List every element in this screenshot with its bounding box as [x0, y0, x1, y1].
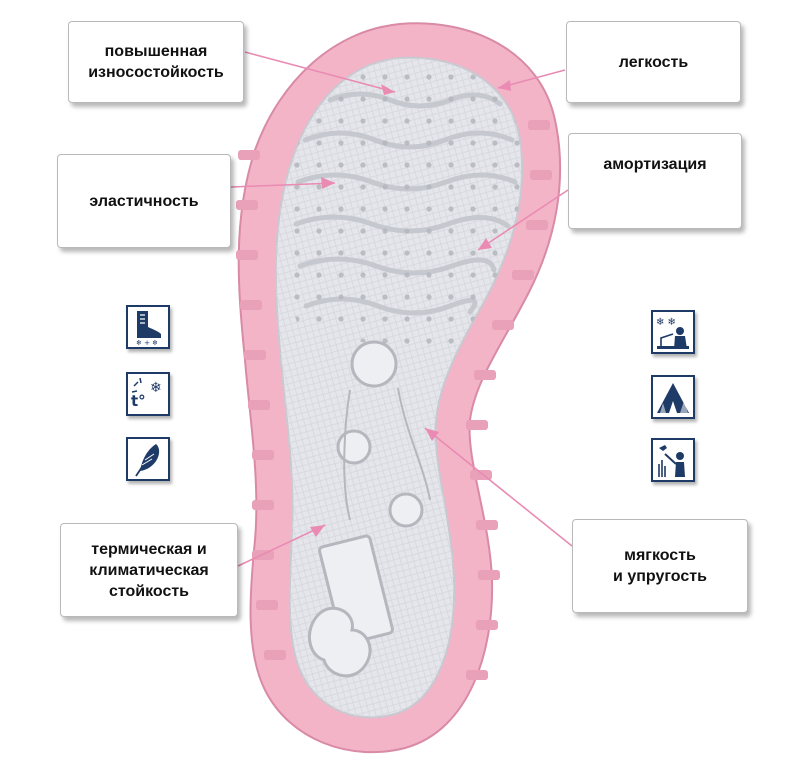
temperature-snowflake-icon: t° ❄: [126, 372, 170, 416]
feather-icon: [126, 437, 170, 481]
callout-elasticity: эластичность: [57, 154, 231, 248]
callout-elasticity-line1: эластичность: [89, 192, 199, 210]
callout-thermal: термическая и климатическая стойкость: [60, 523, 238, 617]
callout-thermal-line3: стойкость: [108, 582, 190, 600]
callout-thermal-line2: климатическая: [89, 561, 209, 579]
callout-cushioning: амортизация: [568, 133, 742, 229]
callout-softness: мягкость и упругость: [572, 519, 748, 613]
winter-fishing-icon: ❄ ❄: [651, 310, 695, 354]
callout-wear-resistance-line1: повышенная: [104, 43, 208, 60]
callout-softness-line1: мягкость: [624, 547, 696, 564]
svg-text:❄ ❄: ❄ ❄: [656, 317, 676, 328]
callout-thermal-line1: термическая и: [91, 540, 207, 558]
hunting-icon: [651, 438, 695, 482]
pointer-lines: [230, 51, 573, 567]
callout-wear-resistance: повышенная износостойкость: [68, 21, 244, 103]
callout-lightness: легкость: [566, 21, 741, 103]
camping-tent-icon: [651, 375, 695, 419]
svg-text:❄ + ❄: ❄ + ❄: [136, 339, 158, 347]
callout-cushioning-line1: амортизация: [603, 156, 707, 173]
svg-text:t°: t°: [131, 392, 146, 410]
boot-icon: ❄ + ❄: [126, 305, 170, 349]
callout-softness-line2: и упругость: [613, 568, 707, 585]
svg-text:❄: ❄: [150, 380, 162, 396]
heel-features: [308, 340, 424, 678]
sole-lugs: [236, 120, 552, 680]
callout-wear-resistance-line2: износостойкость: [88, 64, 224, 81]
callout-lightness-line1: легкость: [618, 53, 689, 71]
